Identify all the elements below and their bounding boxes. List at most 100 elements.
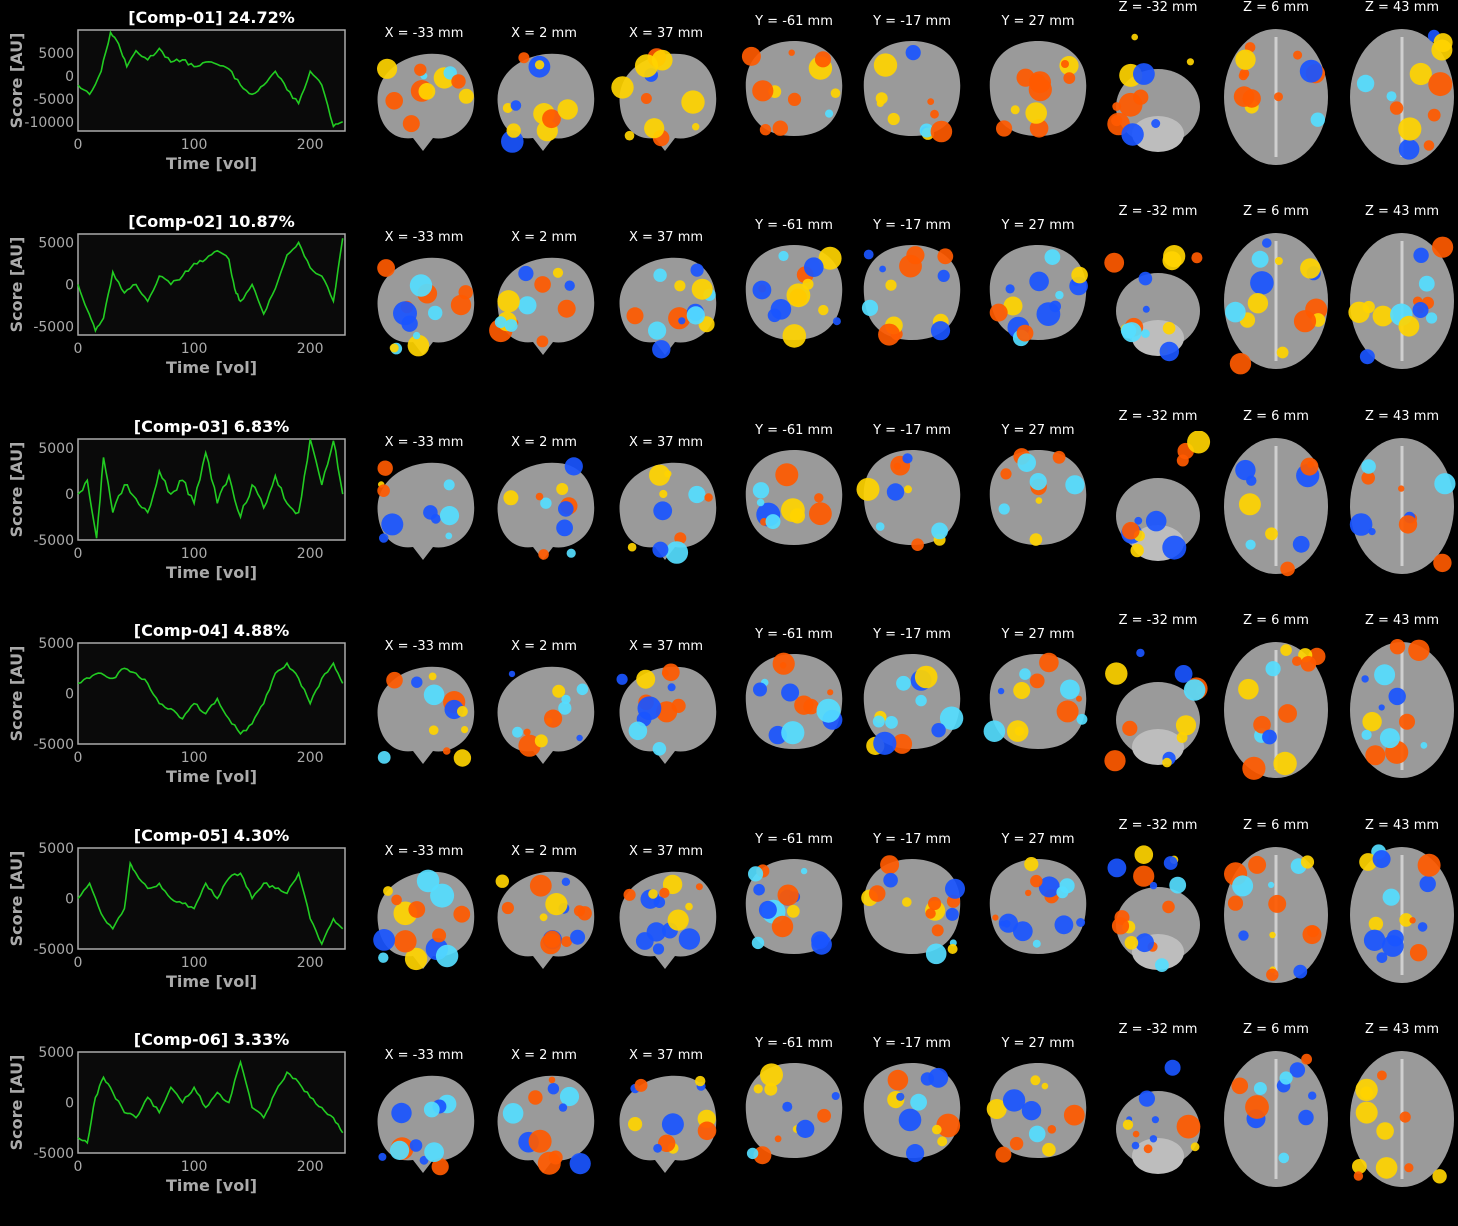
plot-area <box>77 642 346 745</box>
brain-slice-sag <box>495 871 595 969</box>
negative-activation <box>1268 881 1275 888</box>
negative-activation <box>564 457 583 476</box>
positive-activation <box>1253 716 1271 734</box>
negative-activation <box>648 321 667 341</box>
positive-activation <box>1398 485 1405 492</box>
negative-activation <box>430 883 455 908</box>
negative-activation <box>902 453 913 464</box>
chart-title: [Comp-04] 4.88% <box>134 621 289 640</box>
negative-activation <box>765 513 781 529</box>
positive-activation <box>668 307 691 330</box>
slice-label: Y = 27 mm <box>1001 627 1075 643</box>
slice-label: Y = 27 mm <box>1001 1036 1075 1051</box>
negative-activation <box>758 900 777 919</box>
positive-activation <box>1029 673 1045 689</box>
positive-activation <box>947 943 958 954</box>
positive-activation <box>1176 454 1189 467</box>
cerebellum <box>1132 116 1184 152</box>
positive-activation <box>534 60 545 70</box>
x-tick-label: 0 <box>74 341 83 357</box>
positive-activation <box>1187 430 1211 454</box>
positive-activation <box>1042 1142 1056 1157</box>
positive-activation <box>539 912 548 921</box>
x-tick-label: 100 <box>181 546 208 562</box>
positive-activation <box>817 1108 831 1123</box>
slice-label: X = 2 mm <box>511 1048 577 1063</box>
slice-label: Y = -61 mm <box>755 1036 833 1051</box>
slice-label: Y = -61 mm <box>755 831 833 847</box>
x-tick-label: 100 <box>181 1159 208 1175</box>
positive-activation <box>741 46 761 66</box>
brain-slice-axlow <box>1104 648 1208 772</box>
positive-activation <box>1028 78 1052 102</box>
negative-activation <box>661 1113 684 1136</box>
positive-activation <box>1242 89 1261 108</box>
negative-activation <box>811 930 829 949</box>
brain-slice-cor <box>745 1063 843 1165</box>
negative-activation <box>1163 855 1178 870</box>
negative-activation <box>653 501 673 520</box>
x-axis-label: Time [vol] <box>166 154 257 173</box>
negative-activation <box>906 1144 925 1163</box>
negative-activation <box>752 481 770 499</box>
negative-activation <box>1029 271 1049 292</box>
positive-activation <box>1134 844 1154 864</box>
positive-activation <box>1293 310 1317 333</box>
negative-activation <box>1107 858 1127 877</box>
slice-label: Y = -61 mm <box>755 627 833 643</box>
brain-slice-cor <box>989 245 1088 347</box>
positive-activation <box>529 874 552 897</box>
negative-activation <box>1138 272 1153 286</box>
negative-activation <box>373 928 395 951</box>
negative-activation <box>767 308 782 323</box>
negative-activation <box>652 742 667 756</box>
negative-activation <box>1149 1135 1158 1143</box>
positive-activation <box>1266 968 1279 981</box>
positive-activation <box>760 1063 783 1087</box>
negative-activation <box>678 927 701 950</box>
negative-activation <box>1376 951 1388 963</box>
positive-activation <box>1025 889 1032 896</box>
negative-activation <box>1169 876 1187 894</box>
positive-activation <box>634 1078 648 1092</box>
positive-activation <box>927 98 935 105</box>
negative-activation <box>945 878 965 899</box>
positive-activation <box>1398 117 1422 141</box>
series-line <box>77 238 344 334</box>
positive-activation <box>623 888 636 901</box>
negative-activation <box>569 1153 591 1175</box>
positive-activation <box>803 698 819 715</box>
x-tick-label: 200 <box>297 955 324 971</box>
negative-activation <box>873 731 897 756</box>
negative-activation <box>1028 1125 1046 1143</box>
positive-activation <box>383 885 393 896</box>
positive-activation <box>1016 325 1034 342</box>
positive-activation <box>534 734 548 748</box>
positive-activation <box>1292 656 1302 667</box>
positive-activation <box>1353 1171 1364 1181</box>
positive-activation <box>408 900 426 918</box>
y-tick-label: 0 <box>65 687 74 703</box>
positive-activation <box>787 92 802 106</box>
brain-slice-axlow <box>1107 33 1200 152</box>
x-axis-label: Time [vol] <box>166 1176 257 1195</box>
negative-activation <box>896 676 911 691</box>
y-tick-label: 5000 <box>38 441 74 457</box>
negative-activation <box>1232 874 1254 896</box>
positive-activation <box>685 902 693 910</box>
positive-activation <box>1175 715 1197 736</box>
y-tick-label: -5000 <box>33 92 74 108</box>
positive-activation <box>394 929 417 953</box>
positive-activation <box>1307 924 1319 937</box>
positive-activation <box>442 747 451 755</box>
slice-label: Y = -17 mm <box>873 14 951 29</box>
positive-activation <box>414 63 427 76</box>
positive-activation <box>931 923 944 936</box>
positive-activation <box>544 709 563 728</box>
negative-activation <box>778 251 789 262</box>
negative-activation <box>1044 249 1061 266</box>
brain-slice-sag <box>377 666 475 767</box>
positive-activation <box>1389 639 1406 655</box>
positive-activation <box>461 726 469 734</box>
negative-activation <box>753 883 765 896</box>
